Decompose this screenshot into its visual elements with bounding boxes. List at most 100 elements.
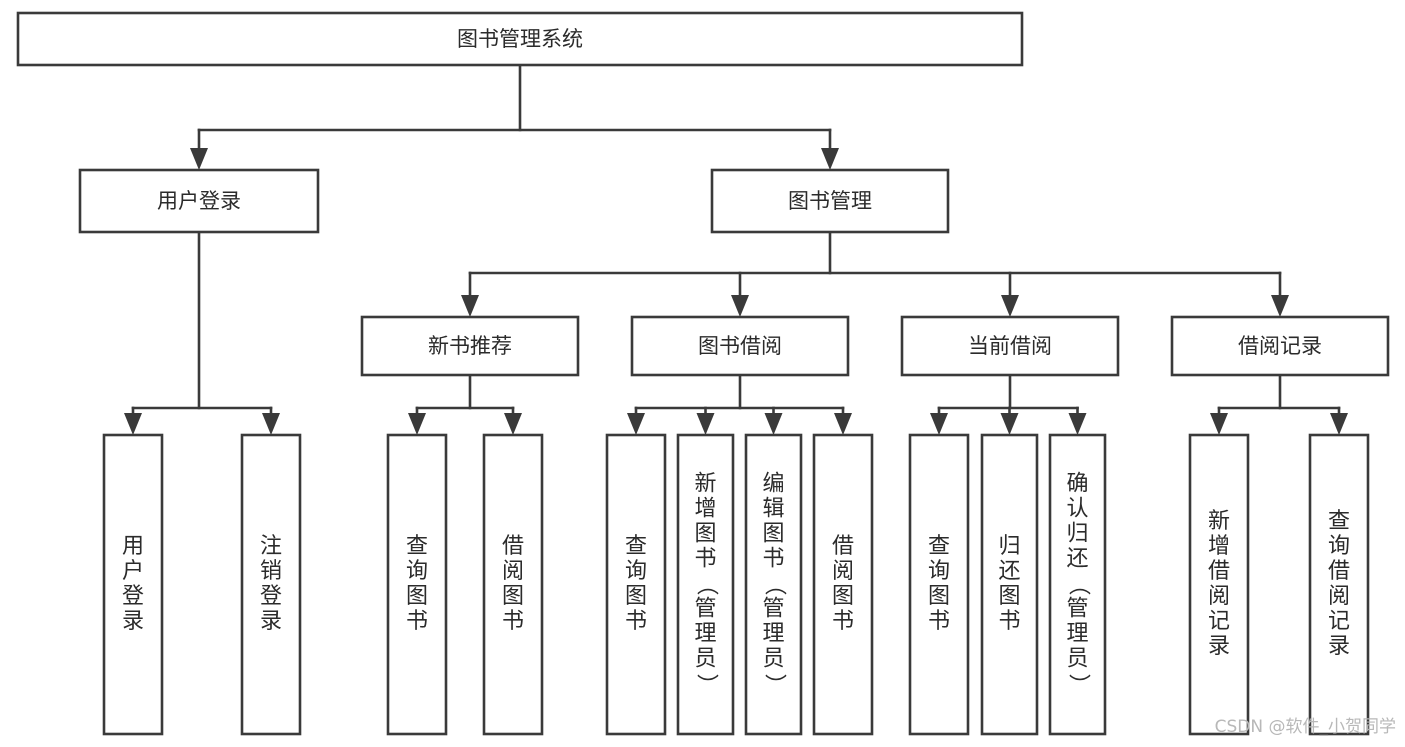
leaf-node-图书借阅-新增图书（管理员）-label-char: 管 bbox=[694, 597, 716, 622]
root-arrow-1 bbox=[821, 148, 839, 170]
leaf-node-用户登录-用户登录-label-char: 登 bbox=[122, 584, 144, 609]
leaf-node-借阅记录-查询借阅记录-label-char: 记 bbox=[1328, 609, 1350, 634]
leaf-node-图书借阅-借阅图书-label-char: 阅 bbox=[832, 559, 854, 584]
leaf-图书借阅-arrow-1 bbox=[696, 413, 715, 435]
leaf-node-新书推荐-借阅图书-label-char: 借 bbox=[502, 534, 524, 559]
leaf-node-借阅记录-查询借阅记录-box bbox=[1308, 433, 1370, 736]
leaf-node-图书借阅-编辑图书（管理员）-label-char: 编 bbox=[762, 472, 784, 497]
leaf-node-当前借阅-确认归还（管理员）-box bbox=[1048, 433, 1107, 736]
leaf-node-当前借阅-查询图书-box bbox=[908, 433, 970, 736]
leaf-node-图书借阅-编辑图书（管理员）-label-char: 理 bbox=[762, 622, 784, 647]
leaf-借阅记录-arrow-1 bbox=[1330, 413, 1348, 435]
leaf-node-新书推荐-借阅图书-label-char: 阅 bbox=[502, 559, 524, 584]
leaf-node-借阅记录-新增借阅记录-label-char: 新 bbox=[1208, 509, 1230, 534]
level3-node-新书推荐-label: 新书推荐 bbox=[428, 334, 512, 358]
level2-node-用户登录-label: 用户登录 bbox=[157, 189, 241, 213]
leaf-node-图书借阅-新增图书（管理员）-label-char: 员 bbox=[694, 647, 716, 672]
leaf-node-图书借阅-借阅图书-label-char: 书 bbox=[832, 609, 854, 634]
leaf-node-当前借阅-归还图书-label-char: 还 bbox=[998, 559, 1020, 584]
leaf-图书借阅-arrow-0 bbox=[627, 413, 645, 435]
csdn-watermark: CSDN @软件_小贺同学 bbox=[1215, 717, 1396, 737]
leaf-node-图书借阅-查询图书-label-char: 书 bbox=[625, 609, 647, 634]
root-node-图书管理系统[interactable]: 图书管理系统 bbox=[16, 11, 1024, 67]
leaf-node-图书借阅-编辑图书（管理员）-label-char: 员 bbox=[762, 647, 784, 672]
leaf-node-用户登录-用户登录-label-char: 户 bbox=[122, 559, 144, 584]
leaf-node-图书借阅-新增图书（管理员）-label-char: ） bbox=[694, 673, 719, 695]
leaf-用户登录-arrow-1 bbox=[262, 413, 280, 435]
level3-node-当前借阅[interactable]: 当前借阅 bbox=[900, 315, 1120, 377]
leaf-node-图书借阅-新增图书（管理员）-box bbox=[676, 433, 735, 736]
leaf-node-新书推荐-查询图书-label-char: 询 bbox=[406, 559, 428, 584]
node-layer: 图书管理系统用户登录图书管理新书推荐图书借阅当前借阅借阅记录用户登录注销登录查询… bbox=[16, 11, 1390, 736]
leaf-node-用户登录-注销登录-label-char: 注 bbox=[260, 534, 282, 559]
leaf-node-当前借阅-确认归还（管理员）-label-char: 确 bbox=[1066, 472, 1088, 497]
leaf-图书借阅-arrow-2 bbox=[764, 413, 783, 435]
leaf-node-当前借阅-查询图书-label-char: 图 bbox=[928, 584, 950, 609]
leaf-node-图书借阅-编辑图书（管理员）-label-char: 辑 bbox=[762, 497, 784, 522]
level3-node-当前借阅-label: 当前借阅 bbox=[968, 334, 1052, 358]
leaf-node-当前借阅-确认归还（管理员）-label-char: 归 bbox=[1066, 522, 1088, 547]
leaf-node-借阅记录-查询借阅记录-label-char: 查 bbox=[1328, 509, 1350, 534]
leaf-node-图书借阅-编辑图书（管理员）-label-char: 图 bbox=[762, 522, 784, 547]
leaf-node-新书推荐-借阅图书-label-char: 书 bbox=[502, 609, 524, 634]
leaf-node-新书推荐-查询图书-label-char: 书 bbox=[406, 609, 428, 634]
leaf-node-新书推荐-查询图书-box bbox=[386, 433, 448, 736]
leaf-node-图书借阅-新增图书（管理员）-label-char: 新 bbox=[694, 472, 716, 497]
leaf-node-用户登录-用户登录-label-char: 录 bbox=[122, 609, 144, 634]
leaf-node-新书推荐-查询图书-label-char: 查 bbox=[406, 534, 428, 559]
leaf-当前借阅-arrow-1 bbox=[1000, 413, 1019, 435]
leaf-node-图书借阅-查询图书-label-char: 图 bbox=[625, 584, 647, 609]
leaf-node-图书借阅-新增图书（管理员）-label-char: 图 bbox=[694, 522, 716, 547]
leaf-node-用户登录-用户登录[interactable]: 用户登录 bbox=[102, 433, 164, 736]
leaf-node-当前借阅-归还图书-label-char: 图 bbox=[998, 584, 1020, 609]
leaf-node-借阅记录-新增借阅记录-label-char: 录 bbox=[1208, 634, 1230, 659]
level3-node-图书借阅[interactable]: 图书借阅 bbox=[630, 315, 850, 377]
leaf-node-用户登录-用户登录-box bbox=[102, 433, 164, 736]
leaf-node-当前借阅-查询图书-label-char: 询 bbox=[928, 559, 950, 584]
leaf-node-借阅记录-新增借阅记录-label-char: 借 bbox=[1208, 559, 1230, 584]
level3-node-借阅记录-label: 借阅记录 bbox=[1238, 334, 1322, 358]
level2-node-图书管理[interactable]: 图书管理 bbox=[710, 168, 950, 234]
leaf-node-新书推荐-查询图书-label-char: 图 bbox=[406, 584, 428, 609]
leaf-node-借阅记录-查询借阅记录-label-char: 借 bbox=[1328, 559, 1350, 584]
leaf-node-图书借阅-编辑图书（管理员）-label-char: （ bbox=[762, 573, 787, 595]
leaf-node-当前借阅-归还图书-box bbox=[980, 433, 1039, 736]
level2-node-用户登录[interactable]: 用户登录 bbox=[78, 168, 320, 234]
level3-node-当前借阅-box bbox=[900, 315, 1120, 377]
level3-node-借阅记录[interactable]: 借阅记录 bbox=[1170, 315, 1390, 377]
leaf-node-当前借阅-确认归还（管理员）-label-char: 管 bbox=[1066, 597, 1088, 622]
leaf-node-图书借阅-编辑图书（管理员）-box bbox=[744, 433, 803, 736]
leaf-node-图书借阅-新增图书（管理员）-label-char: （ bbox=[694, 573, 719, 595]
leaf-node-图书借阅-新增图书（管理员）-label-char: 书 bbox=[694, 547, 716, 572]
level2-node-用户登录-box bbox=[78, 168, 320, 234]
level2-node-图书管理-label: 图书管理 bbox=[788, 189, 872, 213]
leaf-node-图书借阅-新增图书（管理员）-label-char: 理 bbox=[694, 622, 716, 647]
leaf-node-当前借阅-查询图书-label-char: 书 bbox=[928, 609, 950, 634]
leaf-node-图书借阅-借阅图书-label-char: 借 bbox=[832, 534, 854, 559]
level2-node-图书管理-box bbox=[710, 168, 950, 234]
level3-node-新书推荐[interactable]: 新书推荐 bbox=[360, 315, 580, 377]
mgmt-arrow-0 bbox=[461, 295, 479, 317]
leaf-node-图书借阅-查询图书-label-char: 查 bbox=[625, 534, 647, 559]
leaf-node-用户登录-注销登录-label-char: 登 bbox=[260, 584, 282, 609]
leaf-node-用户登录-注销登录-label-char: 录 bbox=[260, 609, 282, 634]
leaf-node-借阅记录-查询借阅记录-label-char: 询 bbox=[1328, 534, 1350, 559]
leaf-用户登录-arrow-0 bbox=[124, 413, 142, 435]
mgmt-arrow-2 bbox=[1001, 295, 1019, 317]
leaf-node-当前借阅-确认归还（管理员）-label-char: ） bbox=[1066, 673, 1091, 695]
leaf-node-当前借阅-归还图书-label-char: 归 bbox=[998, 534, 1020, 559]
leaf-node-借阅记录-新增借阅记录-label-char: 增 bbox=[1208, 534, 1230, 559]
